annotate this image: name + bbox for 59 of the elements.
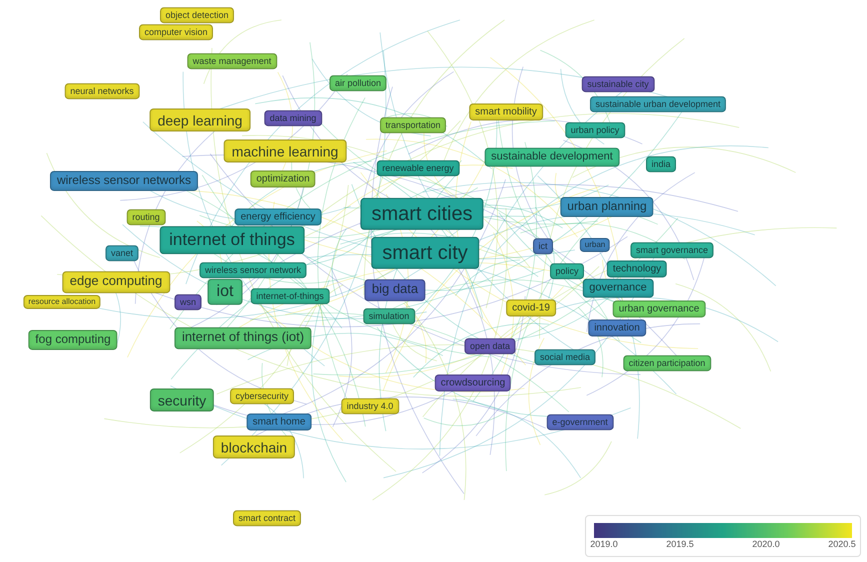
keyword-label: urban xyxy=(580,238,610,252)
scale-tick-label: 2020.0 xyxy=(752,539,780,549)
keyword-label: wireless sensor networks xyxy=(50,170,198,192)
keyword-label: crowdsourcing xyxy=(434,374,512,392)
keyword-label: citizen participation xyxy=(623,355,711,371)
keyword-label: internet of things xyxy=(160,226,304,254)
keyword-label: urban planning xyxy=(560,196,654,218)
keyword-label: data mining xyxy=(264,110,322,126)
keyword-label: sustainable city xyxy=(582,76,654,92)
keyword-label: smart contract xyxy=(233,510,301,526)
keyword-label: innovation xyxy=(588,319,646,337)
keyword-label: governance xyxy=(582,278,654,298)
keyword-label: open data xyxy=(464,338,516,354)
keyword-label: air pollution xyxy=(329,75,387,91)
keyword-label: blockchain xyxy=(212,435,296,459)
keyword-label: e-government xyxy=(546,414,614,430)
keyword-label: transportation xyxy=(380,117,446,133)
keyword-label: optimization xyxy=(250,170,316,188)
keyword-label: wsn xyxy=(174,294,202,310)
scale-tick-label: 2019.5 xyxy=(666,539,694,549)
keyword-label: social media xyxy=(534,349,596,365)
keyword-label: cybersecurity xyxy=(230,388,294,404)
keyword-label: internet of things (iot) xyxy=(174,327,312,349)
keyword-label: sustainable urban development xyxy=(590,96,726,112)
keyword-label: resource allocation xyxy=(23,294,101,310)
keyword-label: fog computing xyxy=(28,330,118,350)
keyword-label: iot xyxy=(208,278,242,306)
keyword-label: machine learning xyxy=(224,139,346,163)
keyword-label: wireless sensor network xyxy=(199,262,307,278)
keyword-label: deep learning xyxy=(150,108,250,132)
keyword-label: vanet xyxy=(105,245,139,261)
keyword-label: security xyxy=(150,388,214,412)
scale-tick-label: 2020.5 xyxy=(828,539,856,549)
keyword-label: urban governance xyxy=(612,300,706,318)
keyword-label: technology xyxy=(606,260,668,278)
keyword-label: object detection xyxy=(160,7,234,23)
keyword-label: smart mobility xyxy=(469,103,543,121)
keyword-label: routing xyxy=(126,209,166,225)
scale-tick-label: 2019.0 xyxy=(590,539,618,549)
keyword-label: internet-of-things xyxy=(250,288,330,304)
keyword-label: computer vision xyxy=(138,24,214,40)
keyword-label: waste management xyxy=(187,53,277,69)
keyword-label: smart home xyxy=(246,413,312,431)
keyword-label: edge computing xyxy=(62,271,170,293)
keyword-label: ict xyxy=(533,238,553,254)
keyword-label: smart governance xyxy=(630,242,714,258)
keyword-label: sustainable development xyxy=(484,148,620,166)
keyword-label: india xyxy=(646,156,676,172)
keyword-label: policy xyxy=(550,263,584,279)
keyword-label: renewable energy xyxy=(376,160,460,176)
keyword-label: simulation xyxy=(363,308,415,324)
keyword-label: industry 4.0 xyxy=(341,398,399,414)
keyword-label: smart cities xyxy=(360,198,484,230)
keyword-label: smart city xyxy=(371,236,479,270)
keyword-label: neural networks xyxy=(64,83,140,99)
keyword-label: urban policy xyxy=(565,122,625,138)
keyword-label: covid-19 xyxy=(506,299,556,317)
keyword-label: big data xyxy=(364,279,426,301)
keyword-label: energy efficiency xyxy=(234,208,322,226)
